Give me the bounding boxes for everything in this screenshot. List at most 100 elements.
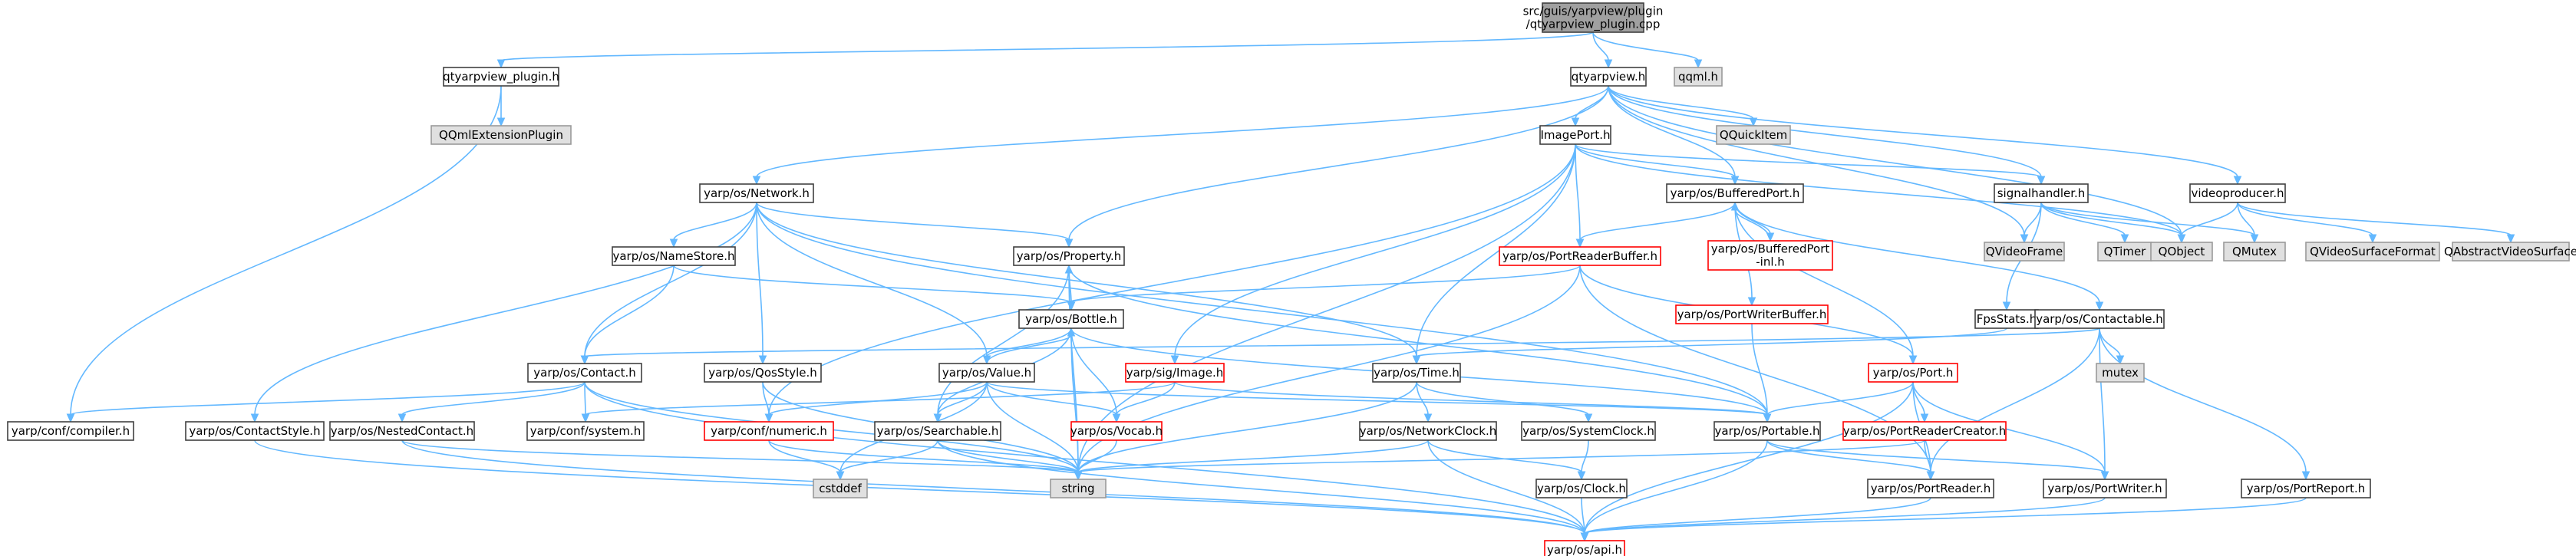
edge-portreadercreator-h-to-portreader-h bbox=[1924, 439, 1935, 481]
node-qqmlextensionplugin: QQmlExtensionPlugin bbox=[430, 125, 572, 145]
edge-videoproducer-h-to-qabstractvideosurface bbox=[2237, 202, 2515, 244]
edge-network-h-to-property-h bbox=[756, 202, 1074, 248]
node-box bbox=[1018, 309, 1124, 329]
node-portreport-h[interactable]: yarp/os/PortReport.h bbox=[2241, 479, 2371, 498]
node-value-h[interactable]: yarp/os/Value.h bbox=[938, 363, 1035, 383]
node-videoproducer-h[interactable]: videoproducer.h bbox=[2189, 183, 2286, 203]
edge-image-h-to-portable-h bbox=[1174, 381, 1772, 423]
node-qtyarpview-h[interactable]: qtyarpview.h bbox=[1570, 67, 1647, 87]
edge-videoproducer-h-to-qvideosurfaceformat bbox=[2237, 202, 2377, 244]
edge-portreader-h-to-api-h bbox=[1580, 497, 1931, 542]
edge-contactable-h-to-contact-h bbox=[580, 327, 2100, 365]
node-label: yarp/os/Searchable.h bbox=[877, 424, 999, 438]
edge-bottle-h-to-value-h bbox=[982, 327, 1072, 365]
node-box bbox=[1716, 125, 1791, 145]
node-port-h[interactable]: yarp/os/Port.h bbox=[1868, 363, 1958, 383]
node-image-h[interactable]: yarp/sig/Image.h bbox=[1125, 363, 1225, 383]
edge-value-h-to-bottle-h bbox=[986, 327, 1076, 364]
nodes-layer: src/guis/yarpview/plugin/qtyarpview_plug… bbox=[7, 2, 2576, 556]
node-label: yarp/conf/system.h bbox=[530, 424, 642, 438]
edge-signalhandler-h-to-qmutex bbox=[2040, 202, 2259, 244]
node-qtyarpview-plugin-h[interactable]: qtyarpview_plugin.h bbox=[443, 67, 559, 87]
node-box bbox=[699, 183, 814, 203]
node-label: yarp/os/Portable.h bbox=[1715, 424, 1820, 438]
node-networkclock-h[interactable]: yarp/os/NetworkClock.h bbox=[1359, 421, 1497, 441]
node-label: yarp/os/Contactable.h bbox=[2036, 312, 2163, 326]
node-label: signalhandler.h bbox=[1997, 186, 2086, 200]
node-nestedcontact-h[interactable]: yarp/os/NestedContact.h bbox=[329, 421, 475, 441]
node-system-h[interactable]: yarp/conf/system.h bbox=[526, 421, 645, 441]
node-box bbox=[813, 479, 868, 498]
node-portable-h[interactable]: yarp/os/Portable.h bbox=[1713, 421, 1821, 441]
node-property-h[interactable]: yarp/os/Property.h bbox=[1013, 246, 1125, 266]
node-box bbox=[2097, 242, 2152, 262]
node-portreader-h[interactable]: yarp/os/PortReader.h bbox=[1867, 479, 1994, 498]
node-box bbox=[2452, 242, 2570, 262]
node-box bbox=[1125, 363, 1225, 383]
node-contactstyle-h[interactable]: yarp/os/ContactStyle.h bbox=[185, 421, 325, 441]
node-string: string bbox=[1050, 479, 1107, 498]
node-signalhandler-h[interactable]: signalhandler.h bbox=[1994, 183, 2089, 203]
node-cstddef: cstddef bbox=[813, 479, 868, 498]
node-box bbox=[1499, 246, 1661, 266]
node-label: yarp/os/PortReport.h bbox=[2247, 482, 2366, 495]
node-portreaderbuffer-h[interactable]: yarp/os/PortReaderBuffer.h bbox=[1499, 246, 1661, 266]
node-qtimer: QTimer bbox=[2097, 242, 2152, 262]
node-searchable-h[interactable]: yarp/os/Searchable.h bbox=[874, 421, 1001, 441]
edge-portreaderbuffer-h-to-bottle-h bbox=[1067, 265, 1581, 311]
node-qquickitem: QQuickItem bbox=[1716, 125, 1791, 145]
edge-portable-h-to-portreader-h bbox=[1766, 439, 1935, 481]
node-network-h[interactable]: yarp/os/Network.h bbox=[699, 183, 814, 203]
node-box bbox=[1666, 183, 1804, 203]
node-box bbox=[443, 67, 559, 87]
node-label: qqml.h bbox=[1678, 70, 1718, 84]
node-qabstractvideosurface: QAbstractVideoSurface bbox=[2444, 242, 2576, 262]
node-bufferedport-inl[interactable]: yarp/os/BufferedPort-inl.h bbox=[1707, 240, 1833, 271]
node-label: string bbox=[1061, 482, 1094, 495]
node-clock-h[interactable]: yarp/os/Clock.h bbox=[1535, 479, 1628, 498]
edge-network-h-to-contactstyle-h bbox=[250, 202, 757, 423]
node-box bbox=[1359, 421, 1497, 441]
edge-image-h-to-vocab-h bbox=[1112, 381, 1176, 423]
node-qvideosurfaceformat: QVideoSurfaceFormat bbox=[2305, 242, 2440, 262]
node-label: QVideoFrame bbox=[1986, 245, 2063, 258]
node-portwriter-h[interactable]: yarp/os/PortWriter.h bbox=[2043, 479, 2167, 498]
edge-imageport-h-to-image-h bbox=[1170, 143, 1576, 365]
node-numeric-h[interactable]: yarp/conf/numeric.h bbox=[704, 421, 834, 441]
node-qqml-h: qqml.h bbox=[1674, 67, 1723, 87]
node-box bbox=[1713, 421, 1821, 441]
node-compiler-h[interactable]: yarp/conf/compiler.h bbox=[7, 421, 134, 441]
node-portreadercreator-h[interactable]: yarp/os/PortReaderCreator.h bbox=[1842, 421, 2007, 441]
node-label: yarp/conf/numeric.h bbox=[711, 424, 827, 438]
node-time-h[interactable]: yarp/os/Time.h bbox=[1372, 363, 1461, 383]
node-systemclock-h[interactable]: yarp/os/SystemClock.h bbox=[1521, 421, 1656, 441]
node-bufferedport-h[interactable]: yarp/os/BufferedPort.h bbox=[1666, 183, 1804, 203]
node-api-h[interactable]: yarp/os/api.h bbox=[1544, 540, 1625, 556]
node-vocab-h[interactable]: yarp/os/Vocab.h bbox=[1070, 421, 1163, 441]
node-label: QQuickItem bbox=[1720, 128, 1787, 142]
node-bottle-h[interactable]: yarp/os/Bottle.h bbox=[1018, 309, 1124, 329]
node-label: yarp/conf/compiler.h bbox=[12, 424, 130, 438]
edge-systemclock-h-to-clock-h bbox=[1577, 439, 1589, 481]
node-contact-h[interactable]: yarp/os/Contact.h bbox=[527, 363, 642, 383]
node-label: videoproducer.h bbox=[2191, 186, 2284, 200]
node-box bbox=[185, 421, 325, 441]
node-contactable-h[interactable]: yarp/os/Contactable.h bbox=[2034, 309, 2165, 329]
edge-value-h-to-portable-h bbox=[986, 381, 1772, 423]
node-label: ImagePort.h bbox=[1541, 128, 1611, 142]
node-label: yarp/os/PortReaderBuffer.h bbox=[1502, 249, 1657, 263]
node-label: QObject bbox=[2159, 245, 2205, 258]
node-label: -inl.h bbox=[1756, 255, 1785, 269]
node-imageport-h[interactable]: ImagePort.h bbox=[1539, 125, 1611, 145]
node-fpsstats-h[interactable]: FpsStats.h bbox=[1974, 309, 2039, 329]
node-qosstyle-h[interactable]: yarp/os/QosStyle.h bbox=[704, 363, 822, 383]
node-qobject: QObject bbox=[2150, 242, 2213, 262]
node-root[interactable]: src/guis/yarpview/plugin/qtyarpview_plug… bbox=[1523, 2, 1664, 33]
edge-signalhandler-h-to-qtimer bbox=[2040, 202, 2129, 244]
node-label: yarp/os/api.h bbox=[1547, 543, 1622, 556]
node-box bbox=[1539, 125, 1611, 145]
node-portwriterbuffer-h[interactable]: yarp/os/PortWriterBuffer.h bbox=[1675, 304, 1829, 324]
node-namestore-h[interactable]: yarp/os/NameStore.h bbox=[612, 246, 736, 266]
node-box bbox=[1372, 363, 1461, 383]
